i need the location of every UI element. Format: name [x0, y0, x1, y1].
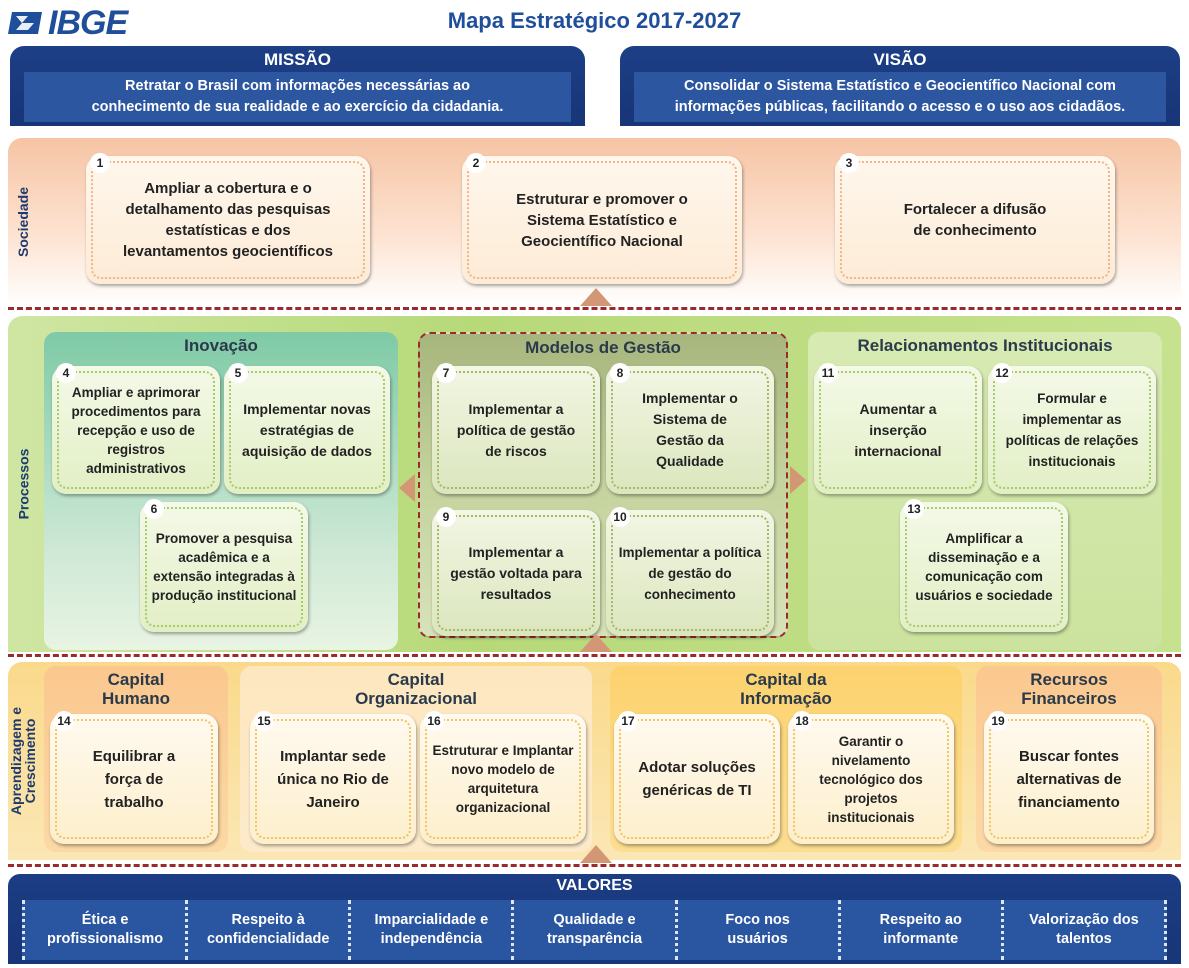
- objective-text: Amplificar a disseminação e a comunicaçã…: [915, 531, 1053, 603]
- missao-line-2: conhecimento de sua realidade e ao exerc…: [91, 99, 504, 115]
- objective-text: Estruturar e promover o Sistema Estatíst…: [516, 190, 688, 250]
- visao-line-2: informações públicas, facilitando o aces…: [674, 99, 1126, 115]
- processos-label: Processos: [15, 448, 32, 520]
- objective-1[interactable]: 1 Ampliar a cobertura e o detalhamento d…: [86, 153, 370, 284]
- objective-18[interactable]: 18 Garantir o nivelamento tecnológico do…: [788, 711, 954, 844]
- divider: [8, 654, 1181, 657]
- objective-10[interactable]: 10 Implementar a política de gestão do c…: [606, 507, 774, 636]
- objective-number: 17: [618, 711, 638, 731]
- objective-text: Adotar soluções genéricas de TI: [638, 759, 756, 799]
- objective-text: Fortalecer a difusão de conhecimento: [903, 201, 1047, 239]
- objective-text: Implementar a gestão voltada para result…: [450, 543, 582, 602]
- objective-text: Ampliar a cobertura e o detalhamento das…: [122, 180, 334, 260]
- arrow-right-icon: [790, 466, 806, 494]
- objective-number: 8: [610, 363, 630, 383]
- objective-number: 5: [228, 363, 248, 383]
- arrow-up-icon: [580, 634, 612, 652]
- objective-number: 15: [254, 711, 274, 731]
- objective-text: Implementar novas estratégias de aquisiç…: [242, 400, 372, 459]
- visao-title: VISÃO: [873, 50, 927, 69]
- objective-16[interactable]: 16 Estruturar e Implantar novo modelo de…: [420, 711, 586, 844]
- objective-5[interactable]: 5 Implementar novas estratégias de aquis…: [224, 363, 390, 494]
- objective-text: Ampliar e aprimorar procedimentos para r…: [71, 384, 201, 476]
- objective-number: 3: [839, 153, 859, 173]
- arrow-up-icon: [580, 288, 612, 306]
- objective-15[interactable]: 15 Implantar sede única no Rio de Janeir…: [250, 711, 416, 844]
- visao-box: VISÃO Consolidar o Sistema Estatístico e…: [620, 46, 1180, 126]
- visao-text: Consolidar o Sistema Estatístico e Geoci…: [634, 72, 1166, 122]
- objective-3[interactable]: 3 Fortalecer a difusão de conhecimento: [835, 153, 1115, 284]
- group-title: Modelos de Gestão: [525, 338, 681, 357]
- objective-text: Implementar o Sistema de Gestão da Quali…: [642, 390, 738, 469]
- objective-text: Garantir o nivelamento tecnológico dos p…: [819, 733, 923, 825]
- objective-text: Equilibrar a força de trabalho: [92, 747, 176, 811]
- objective-text: Promover a pesquisa acadêmica e a extens…: [151, 531, 297, 603]
- objective-number: 10: [610, 507, 630, 527]
- divider: [8, 864, 1181, 867]
- objective-11[interactable]: 11 Aumentar a inserção internacional: [814, 363, 982, 494]
- objective-text: Implementar a política de gestão de risc…: [456, 400, 576, 459]
- objective-text: Implantar sede única no Rio de Janeiro: [277, 747, 389, 811]
- objective-number: 11: [818, 363, 838, 383]
- missao-text: Retratar o Brasil com informações necess…: [24, 72, 571, 122]
- group-title: Relacionamentos Institucionais: [857, 336, 1113, 355]
- objective-number: 7: [436, 363, 456, 383]
- objective-text: Buscar fontes alternativas de financiame…: [1016, 747, 1122, 811]
- objective-number: 2: [466, 153, 486, 173]
- valores-title: VALORES: [556, 877, 633, 894]
- divider: [8, 307, 1181, 310]
- objective-number: 16: [424, 711, 444, 731]
- objective-number: 13: [904, 499, 924, 519]
- objective-number: 4: [56, 363, 76, 383]
- objective-4[interactable]: 4 Ampliar e aprimorar procedimentos para…: [52, 363, 220, 494]
- missao-title: MISSÃO: [263, 50, 332, 69]
- ibge-logo-icon: [8, 10, 44, 36]
- group-title: Inovação: [184, 336, 258, 355]
- objective-13[interactable]: 13 Amplificar a disseminação e a comunic…: [900, 499, 1068, 632]
- objective-text: Estruturar e Implantar novo modelo de ar…: [432, 743, 574, 815]
- objective-number: 19: [988, 711, 1008, 731]
- missao-line-1: Retratar o Brasil com informações necess…: [125, 78, 470, 94]
- objective-number: 12: [992, 363, 1012, 383]
- logo-text: IBGE: [48, 3, 128, 42]
- objective-12[interactable]: 12 Formular e implementar as políticas d…: [988, 363, 1156, 494]
- objective-8[interactable]: 8 Implementar o Sistema de Gestão da Qua…: [606, 363, 774, 494]
- objective-text: Aumentar a inserção internacional: [854, 400, 942, 459]
- page-title: Mapa Estratégico 2017-2027: [447, 8, 742, 33]
- objective-7[interactable]: 7 Implementar a política de gestão de ri…: [432, 363, 600, 494]
- ibge-logo: IBGE: [8, 3, 128, 42]
- objective-number: 6: [144, 499, 164, 519]
- arrow-up-icon: [580, 845, 612, 863]
- objective-2[interactable]: 2 Estruturar e promover o Sistema Estatí…: [462, 153, 742, 284]
- objective-19[interactable]: 19 Buscar fontes alternativas de financi…: [984, 711, 1154, 844]
- objective-number: 14: [54, 711, 74, 731]
- objective-number: 9: [436, 507, 456, 527]
- objective-9[interactable]: 9 Implementar a gestão voltada para resu…: [432, 507, 600, 636]
- missao-box: MISSÃO Retratar o Brasil com informações…: [10, 46, 585, 126]
- sociedade-label: Sociedade: [15, 186, 31, 258]
- objective-number: 1: [90, 153, 110, 173]
- objective-number: 18: [792, 711, 812, 731]
- objective-17[interactable]: 17 Adotar soluções genéricas de TI: [614, 711, 780, 844]
- objective-text: Formular e implementar as políticas de r…: [1005, 391, 1139, 469]
- visao-line-1: Consolidar o Sistema Estatístico e Geoci…: [684, 78, 1116, 94]
- objective-14[interactable]: 14 Equilibrar a força de trabalho: [50, 711, 218, 844]
- objective-text: Implementar a política de gestão do conh…: [618, 544, 762, 602]
- arrow-left-icon: [399, 474, 415, 502]
- objective-6[interactable]: 6 Promover a pesquisa acadêmica e a exte…: [140, 499, 308, 632]
